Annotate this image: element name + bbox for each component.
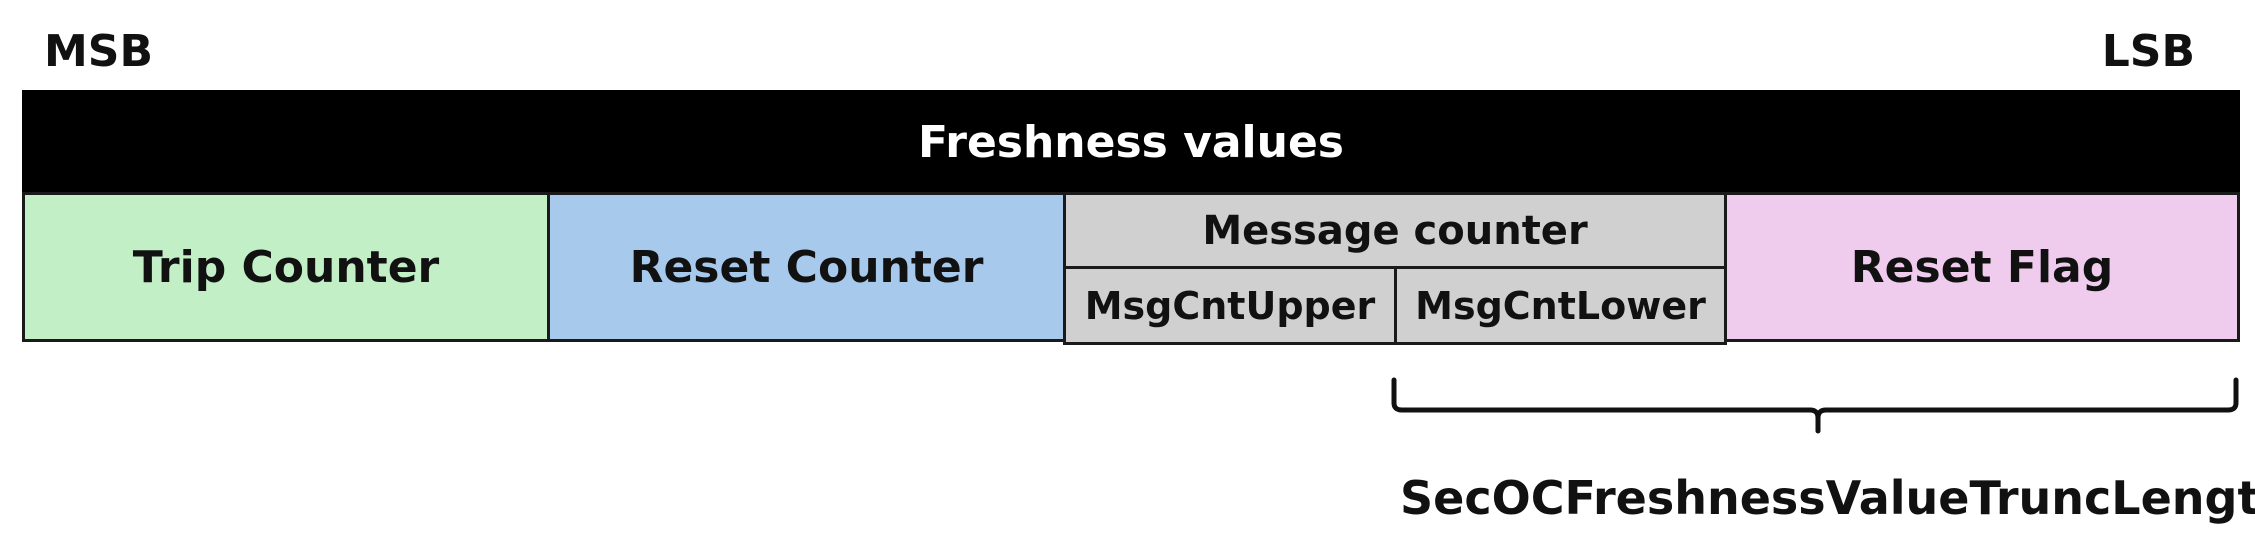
trunc-length-label: SecOCFreshnessValueTruncLength <box>1400 471 2255 525</box>
truncation-brace-icon <box>1391 377 2239 434</box>
lsb-label: LSB <box>2101 26 2195 77</box>
message-counter-field: Message counter <box>1063 192 1727 269</box>
reset-counter-field: Reset Counter <box>547 192 1066 342</box>
freshness-values-header: Freshness values <box>22 90 2240 194</box>
msg-cnt-upper-field: MsgCntUpper <box>1063 266 1397 345</box>
reset-flag-field: Reset Flag <box>1724 192 2240 342</box>
trip-counter-field: Trip Counter <box>22 192 550 342</box>
msb-label: MSB <box>44 26 154 77</box>
msg-cnt-lower-field: MsgCntLower <box>1394 266 1727 345</box>
